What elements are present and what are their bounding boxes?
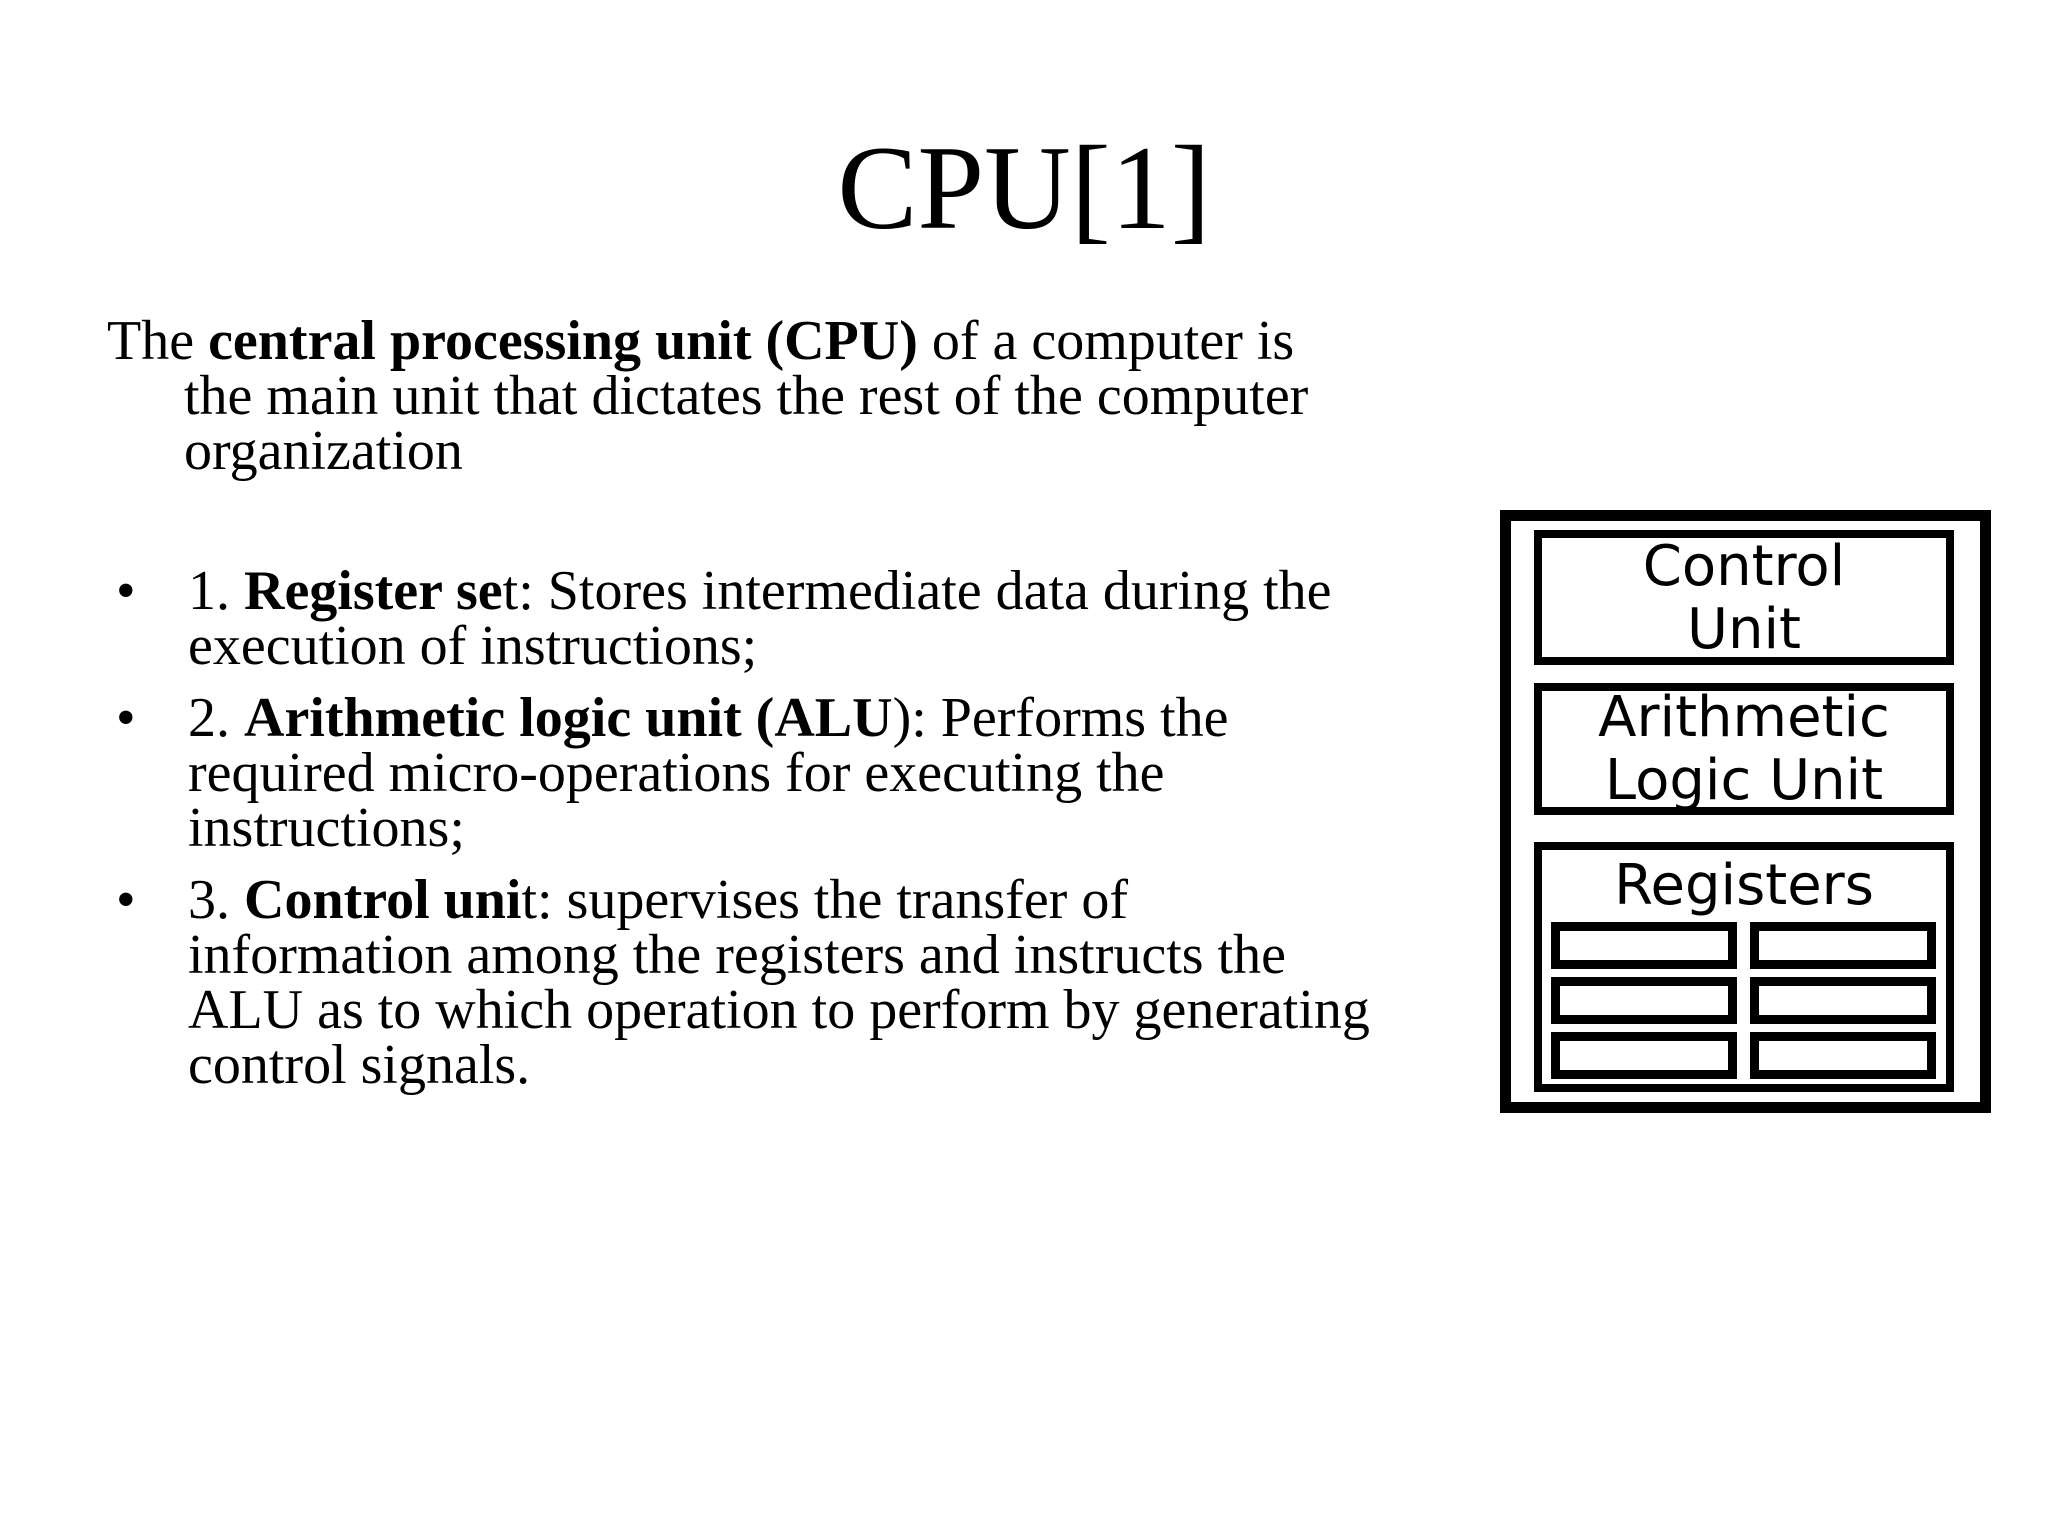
bullet-text: 3. Control unit: supervises the transfer…: [100, 869, 1500, 1096]
register-slot: [1551, 977, 1737, 1024]
bullet-icon: •: [116, 687, 136, 749]
text-line: execution of instructions;: [188, 615, 758, 677]
bullet-item-control-unit: • 3. Control unit: supervises the transf…: [100, 869, 1500, 1096]
register-slot: [1551, 922, 1737, 969]
bullet-icon: •: [116, 560, 136, 622]
text-line: ALU as to which operation to perform by …: [188, 979, 1370, 1041]
bullet-item-alu: • 2. Arithmetic logic unit (ALU): Perfor…: [100, 687, 1500, 859]
text-line: organization: [184, 420, 463, 482]
bullet-icon: •: [116, 869, 136, 931]
register-slot: [1750, 977, 1936, 1024]
register-slot: [1750, 1032, 1936, 1079]
text-line: 1. Register set: Stores intermediate dat…: [188, 560, 1332, 622]
text-line: required micro-operations for executing …: [188, 742, 1165, 804]
text-line: instructions;: [188, 797, 465, 859]
text-line: control signals.: [188, 1034, 531, 1096]
registers-box: Registers: [1534, 842, 1954, 1092]
cpu-diagram: Control Unit Arithmetic Logic Unit Regis…: [1500, 510, 1991, 1113]
control-unit-label-line1: Control: [1642, 533, 1846, 599]
bullet-text: 1. Register set: Stores intermediate dat…: [100, 560, 1500, 677]
body-text: The central processing unit (CPU) of a c…: [100, 310, 1500, 1096]
registers-label: Registers: [1614, 853, 1874, 918]
alu-label-line1: Arithmetic: [1598, 685, 1890, 750]
alu-label-line2: Logic Unit: [1604, 748, 1884, 813]
intro-paragraph: The central processing unit (CPU) of a c…: [100, 310, 1500, 482]
bullet-text: 2. Arithmetic logic unit (ALU): Performs…: [100, 687, 1500, 859]
text-line: The central processing unit (CPU) of a c…: [107, 310, 1295, 372]
bullet-item-register-set: • 1. Register set: Stores intermediate d…: [100, 560, 1500, 677]
text-line: 2. Arithmetic logic unit (ALU): Performs…: [188, 687, 1229, 749]
control-unit-label-line2: Unit: [1687, 596, 1801, 662]
text-line: the main unit that dictates the rest of …: [184, 365, 1309, 427]
register-slot: [1551, 1032, 1737, 1079]
register-slots: [1542, 922, 1946, 1079]
control-unit-box: Control Unit: [1534, 530, 1954, 665]
text-line: 3. Control unit: supervises the transfer…: [188, 869, 1128, 931]
slide-title: CPU[1]: [837, 121, 1211, 254]
text-line: information among the registers and inst…: [188, 924, 1286, 986]
register-slot: [1750, 922, 1936, 969]
alu-box: Arithmetic Logic Unit: [1534, 683, 1954, 815]
